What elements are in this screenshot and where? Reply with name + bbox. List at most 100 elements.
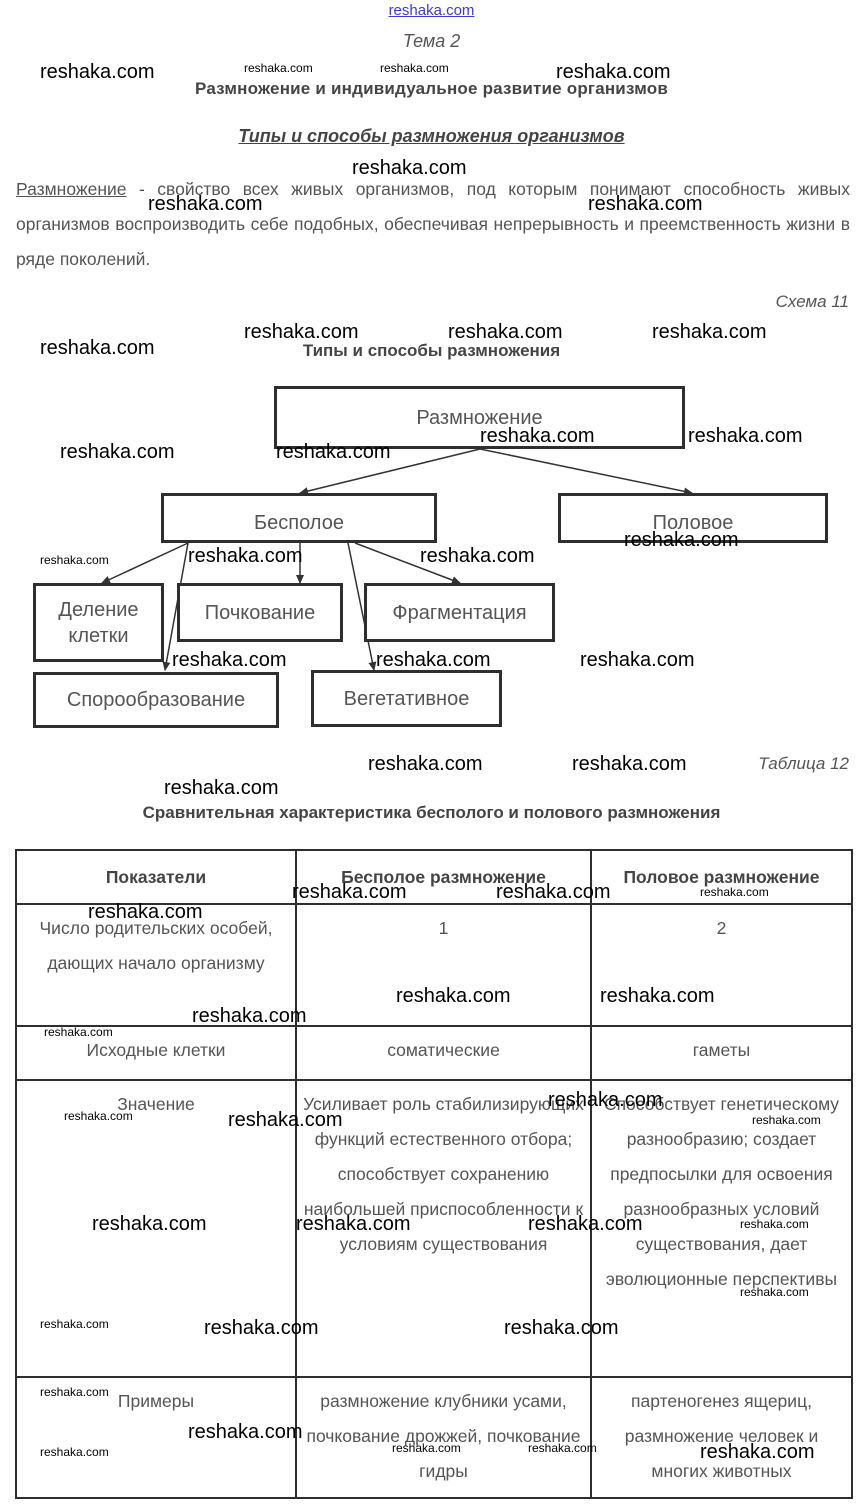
watermark: reshaka.com bbox=[44, 1025, 113, 1039]
arrow-root-asexual bbox=[299, 448, 481, 495]
row-value-asexual: 1 bbox=[295, 903, 592, 1027]
watermark: reshaka.com bbox=[504, 1317, 619, 1339]
node-budding: Почкование bbox=[177, 583, 343, 642]
watermark: reshaka.com bbox=[172, 649, 287, 671]
watermark: reshaka.com bbox=[556, 61, 671, 83]
node-fragmentation-label: Фрагментация bbox=[392, 601, 527, 624]
row-label: Число родительских особей, дающих начало… bbox=[15, 903, 297, 1027]
watermark: reshaka.com bbox=[376, 649, 491, 671]
table-title: Сравнительная характеристика бесполого и… bbox=[142, 803, 721, 822]
watermark: reshaka.com bbox=[740, 1285, 809, 1299]
row-label: Значение bbox=[15, 1079, 297, 1378]
arrow-asexual-vegetative bbox=[347, 542, 377, 671]
watermark: reshaka.com bbox=[700, 885, 769, 899]
comparison-table: Показатели Бесполое размножение Половое … bbox=[15, 849, 853, 1499]
node-cell-division: Деление клетки bbox=[33, 583, 164, 662]
watermark: reshaka.com bbox=[380, 61, 449, 75]
watermark: reshaka.com bbox=[192, 1005, 307, 1027]
watermark: reshaka.com bbox=[292, 881, 407, 903]
table-row: Исходные клетки соматические гаметы bbox=[15, 1025, 853, 1081]
row-value-sexual: партеногенез ящериц, размножение человек… bbox=[590, 1376, 853, 1499]
node-sporulation: Спорообразование bbox=[33, 672, 279, 728]
scheme-title: Типы и способы размножения bbox=[302, 341, 561, 360]
watermark: reshaka.com bbox=[740, 1217, 809, 1231]
watermark: reshaka.com bbox=[164, 777, 279, 799]
row-value-asexual: соматические bbox=[295, 1025, 592, 1081]
watermark: reshaka.com bbox=[580, 649, 695, 671]
node-cell-division-label: Деление клетки bbox=[58, 598, 139, 647]
watermark: reshaka.com bbox=[296, 1213, 411, 1235]
watermark: reshaka.com bbox=[88, 901, 203, 923]
topic-label: Тема 2 bbox=[402, 31, 461, 51]
definition-paragraph: Размножение - свойство всех живых органи… bbox=[16, 172, 850, 277]
arrow-root-sexual bbox=[479, 448, 693, 496]
row-value-asexual: размножение клубники усами, почкование д… bbox=[295, 1376, 592, 1499]
watermark: reshaka.com bbox=[60, 441, 175, 463]
site-link[interactable]: reshaka.com bbox=[388, 2, 475, 19]
watermark: reshaka.com bbox=[92, 1213, 207, 1235]
watermark: reshaka.com bbox=[368, 753, 483, 775]
watermark: reshaka.com bbox=[572, 753, 687, 775]
watermark: reshaka.com bbox=[40, 553, 109, 567]
table-header-row: Показатели Бесполое размножение Половое … bbox=[15, 849, 853, 905]
definition-term: Размножение bbox=[16, 179, 127, 199]
watermark: reshaka.com bbox=[528, 1213, 643, 1235]
header-sexual: Половое размножение bbox=[590, 849, 853, 905]
watermark: reshaka.com bbox=[688, 425, 803, 447]
table-row: Примеры размножение клубники усами, почк… bbox=[15, 1376, 853, 1499]
node-vegetative-label: Вегетативное bbox=[343, 687, 470, 710]
watermark: reshaka.com bbox=[40, 1385, 109, 1399]
watermark: reshaka.com bbox=[448, 321, 563, 343]
watermark: reshaka.com bbox=[396, 985, 511, 1007]
watermark: reshaka.com bbox=[40, 61, 155, 83]
watermark: reshaka.com bbox=[40, 337, 155, 359]
table-row: Значение Усиливает роль стабилизирующих … bbox=[15, 1079, 853, 1378]
watermark: reshaka.com bbox=[40, 1317, 109, 1331]
watermark: reshaka.com bbox=[276, 441, 391, 463]
watermark: reshaka.com bbox=[548, 1089, 663, 1111]
table-row: Число родительских особей, дающих начало… bbox=[15, 903, 853, 1027]
scheme-label: Схема 11 bbox=[775, 292, 849, 311]
watermark: reshaka.com bbox=[204, 1317, 319, 1339]
watermark: reshaka.com bbox=[600, 985, 715, 1007]
row-value-sexual: Способствует генетическому разнообразию;… bbox=[590, 1079, 853, 1378]
watermark: reshaka.com bbox=[228, 1109, 343, 1131]
node-sexual: Половое bbox=[558, 493, 828, 543]
watermark: reshaka.com bbox=[188, 1421, 303, 1443]
node-reproduction: Размножение bbox=[274, 386, 685, 449]
chapter-title: Размножение и индивидуальное развитие ор… bbox=[195, 79, 668, 98]
watermark: reshaka.com bbox=[480, 425, 595, 447]
watermark: reshaka.com bbox=[64, 1109, 133, 1123]
watermark: reshaka.com bbox=[528, 1441, 597, 1455]
watermark: reshaka.com bbox=[752, 1113, 821, 1127]
watermark: reshaka.com bbox=[244, 61, 313, 75]
watermark: reshaka.com bbox=[148, 193, 263, 215]
header-asexual: Бесполое размножение bbox=[295, 849, 592, 905]
section-title: Типы и способы размножения организмов bbox=[238, 126, 625, 146]
watermark: reshaka.com bbox=[420, 545, 535, 567]
row-label: Примеры bbox=[15, 1376, 297, 1499]
node-budding-label: Почкование bbox=[204, 601, 316, 624]
node-asexual: Бесполое bbox=[161, 493, 437, 543]
arrow-asexual-fragmentation bbox=[354, 542, 461, 584]
row-value-sexual: 2 bbox=[590, 903, 853, 1027]
watermark: reshaka.com bbox=[40, 1445, 109, 1459]
header-indicators: Показатели bbox=[15, 849, 297, 905]
arrow-asexual-sporulation bbox=[162, 542, 189, 671]
watermark: reshaka.com bbox=[700, 1441, 815, 1463]
arrow-asexual-cell-division bbox=[101, 542, 189, 584]
node-sexual-label: Половое bbox=[652, 512, 734, 534]
watermark: reshaka.com bbox=[496, 881, 611, 903]
node-reproduction-label: Размножение bbox=[416, 406, 543, 429]
watermark: reshaka.com bbox=[392, 1441, 461, 1455]
row-label: Исходные клетки bbox=[15, 1025, 297, 1081]
node-sporulation-label: Спорообразование bbox=[66, 689, 246, 711]
watermark: reshaka.com bbox=[652, 321, 767, 343]
watermark: reshaka.com bbox=[188, 545, 303, 567]
node-vegetative: Вегетативное bbox=[311, 670, 502, 727]
row-value-sexual: гаметы bbox=[590, 1025, 853, 1081]
watermark: reshaka.com bbox=[624, 529, 739, 551]
table-label: Таблица 12 bbox=[758, 754, 849, 773]
watermark: reshaka.com bbox=[244, 321, 359, 343]
